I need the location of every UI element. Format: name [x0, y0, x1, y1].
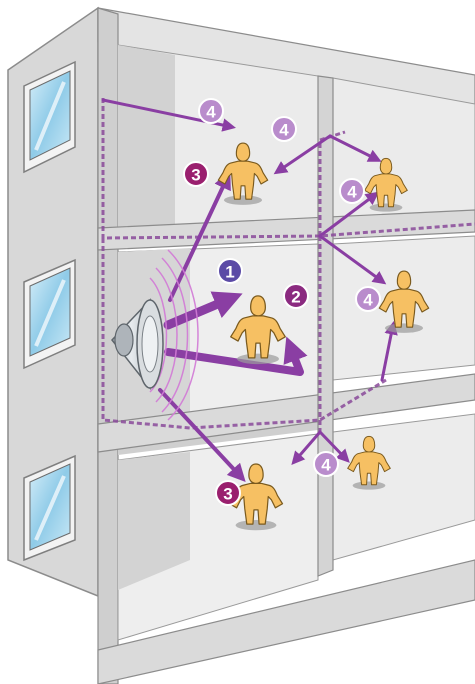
badge-4: 4 — [272, 117, 296, 141]
svg-text:3: 3 — [191, 166, 200, 185]
building — [8, 8, 475, 684]
svg-text:4: 4 — [279, 121, 289, 140]
badge-3: 3 — [216, 481, 240, 505]
svg-text:3: 3 — [223, 485, 232, 504]
badge-3: 3 — [184, 162, 208, 186]
badge-4: 4 — [314, 452, 338, 476]
svg-text:4: 4 — [347, 183, 357, 202]
svg-text:2: 2 — [291, 288, 300, 307]
badge-4: 4 — [199, 99, 223, 123]
svg-text:1: 1 — [225, 263, 234, 282]
svg-text:4: 4 — [206, 103, 216, 122]
badge-2: 2 — [284, 284, 308, 308]
svg-text:4: 4 — [321, 456, 331, 475]
badge-4: 4 — [356, 287, 380, 311]
badge-1: 1 — [218, 259, 242, 283]
badge-4: 4 — [340, 179, 364, 203]
svg-text:4: 4 — [363, 291, 373, 310]
